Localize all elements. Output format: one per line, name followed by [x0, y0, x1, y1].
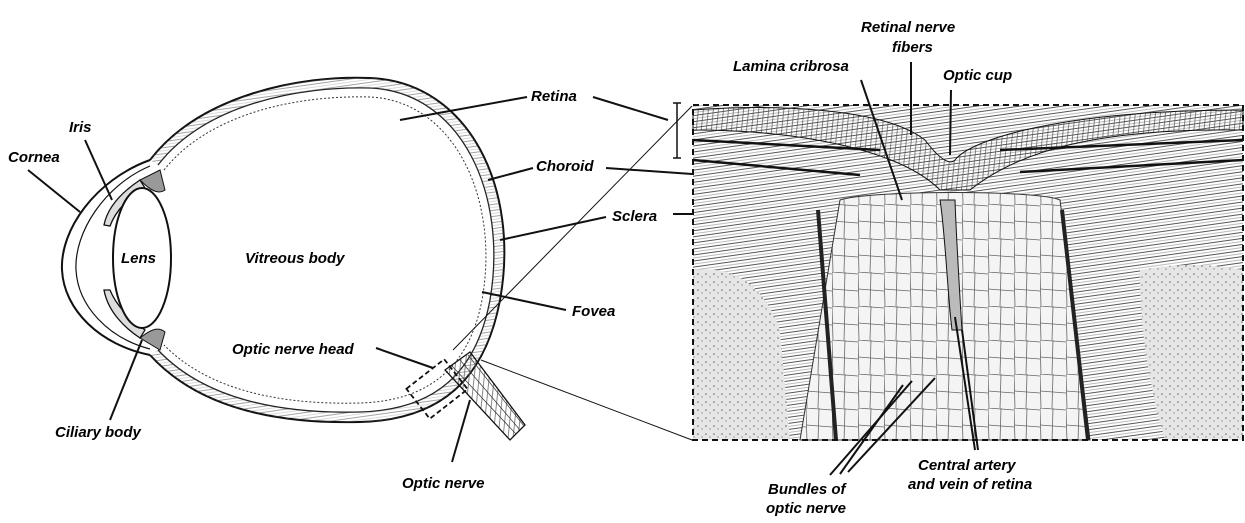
label-bundles-1: Bundles of	[768, 481, 848, 498]
label-retina: Retina	[531, 88, 577, 105]
magnified-optic-disc	[693, 105, 1243, 440]
label-sclera: Sclera	[612, 208, 657, 225]
label-fovea: Fovea	[572, 303, 615, 320]
thickness-bracket	[673, 103, 681, 158]
label-optic-nerve-head: Optic nerve head	[232, 341, 355, 358]
label-retinal-nerve-fibers-2: fibers	[892, 39, 933, 56]
label-central-artery-2: and vein of retina	[908, 476, 1032, 493]
label-vitreous-body: Vitreous body	[245, 250, 345, 267]
label-iris: Iris	[69, 119, 92, 136]
label-ciliary-body: Ciliary body	[55, 424, 142, 441]
label-lens: Lens	[121, 250, 156, 267]
label-optic-cup: Optic cup	[943, 67, 1012, 84]
label-cornea: Cornea	[8, 149, 60, 166]
label-lamina-cribrosa: Lamina cribrosa	[733, 58, 849, 75]
label-optic-nerve: Optic nerve	[402, 475, 485, 492]
label-central-artery-1: Central artery	[918, 457, 1016, 474]
label-bundles-2: optic nerve	[766, 500, 846, 517]
label-retinal-nerve-fibers-1: Retinal nerve	[861, 19, 955, 36]
optic-nerve-shape	[445, 352, 525, 440]
label-choroid: Choroid	[536, 158, 594, 175]
